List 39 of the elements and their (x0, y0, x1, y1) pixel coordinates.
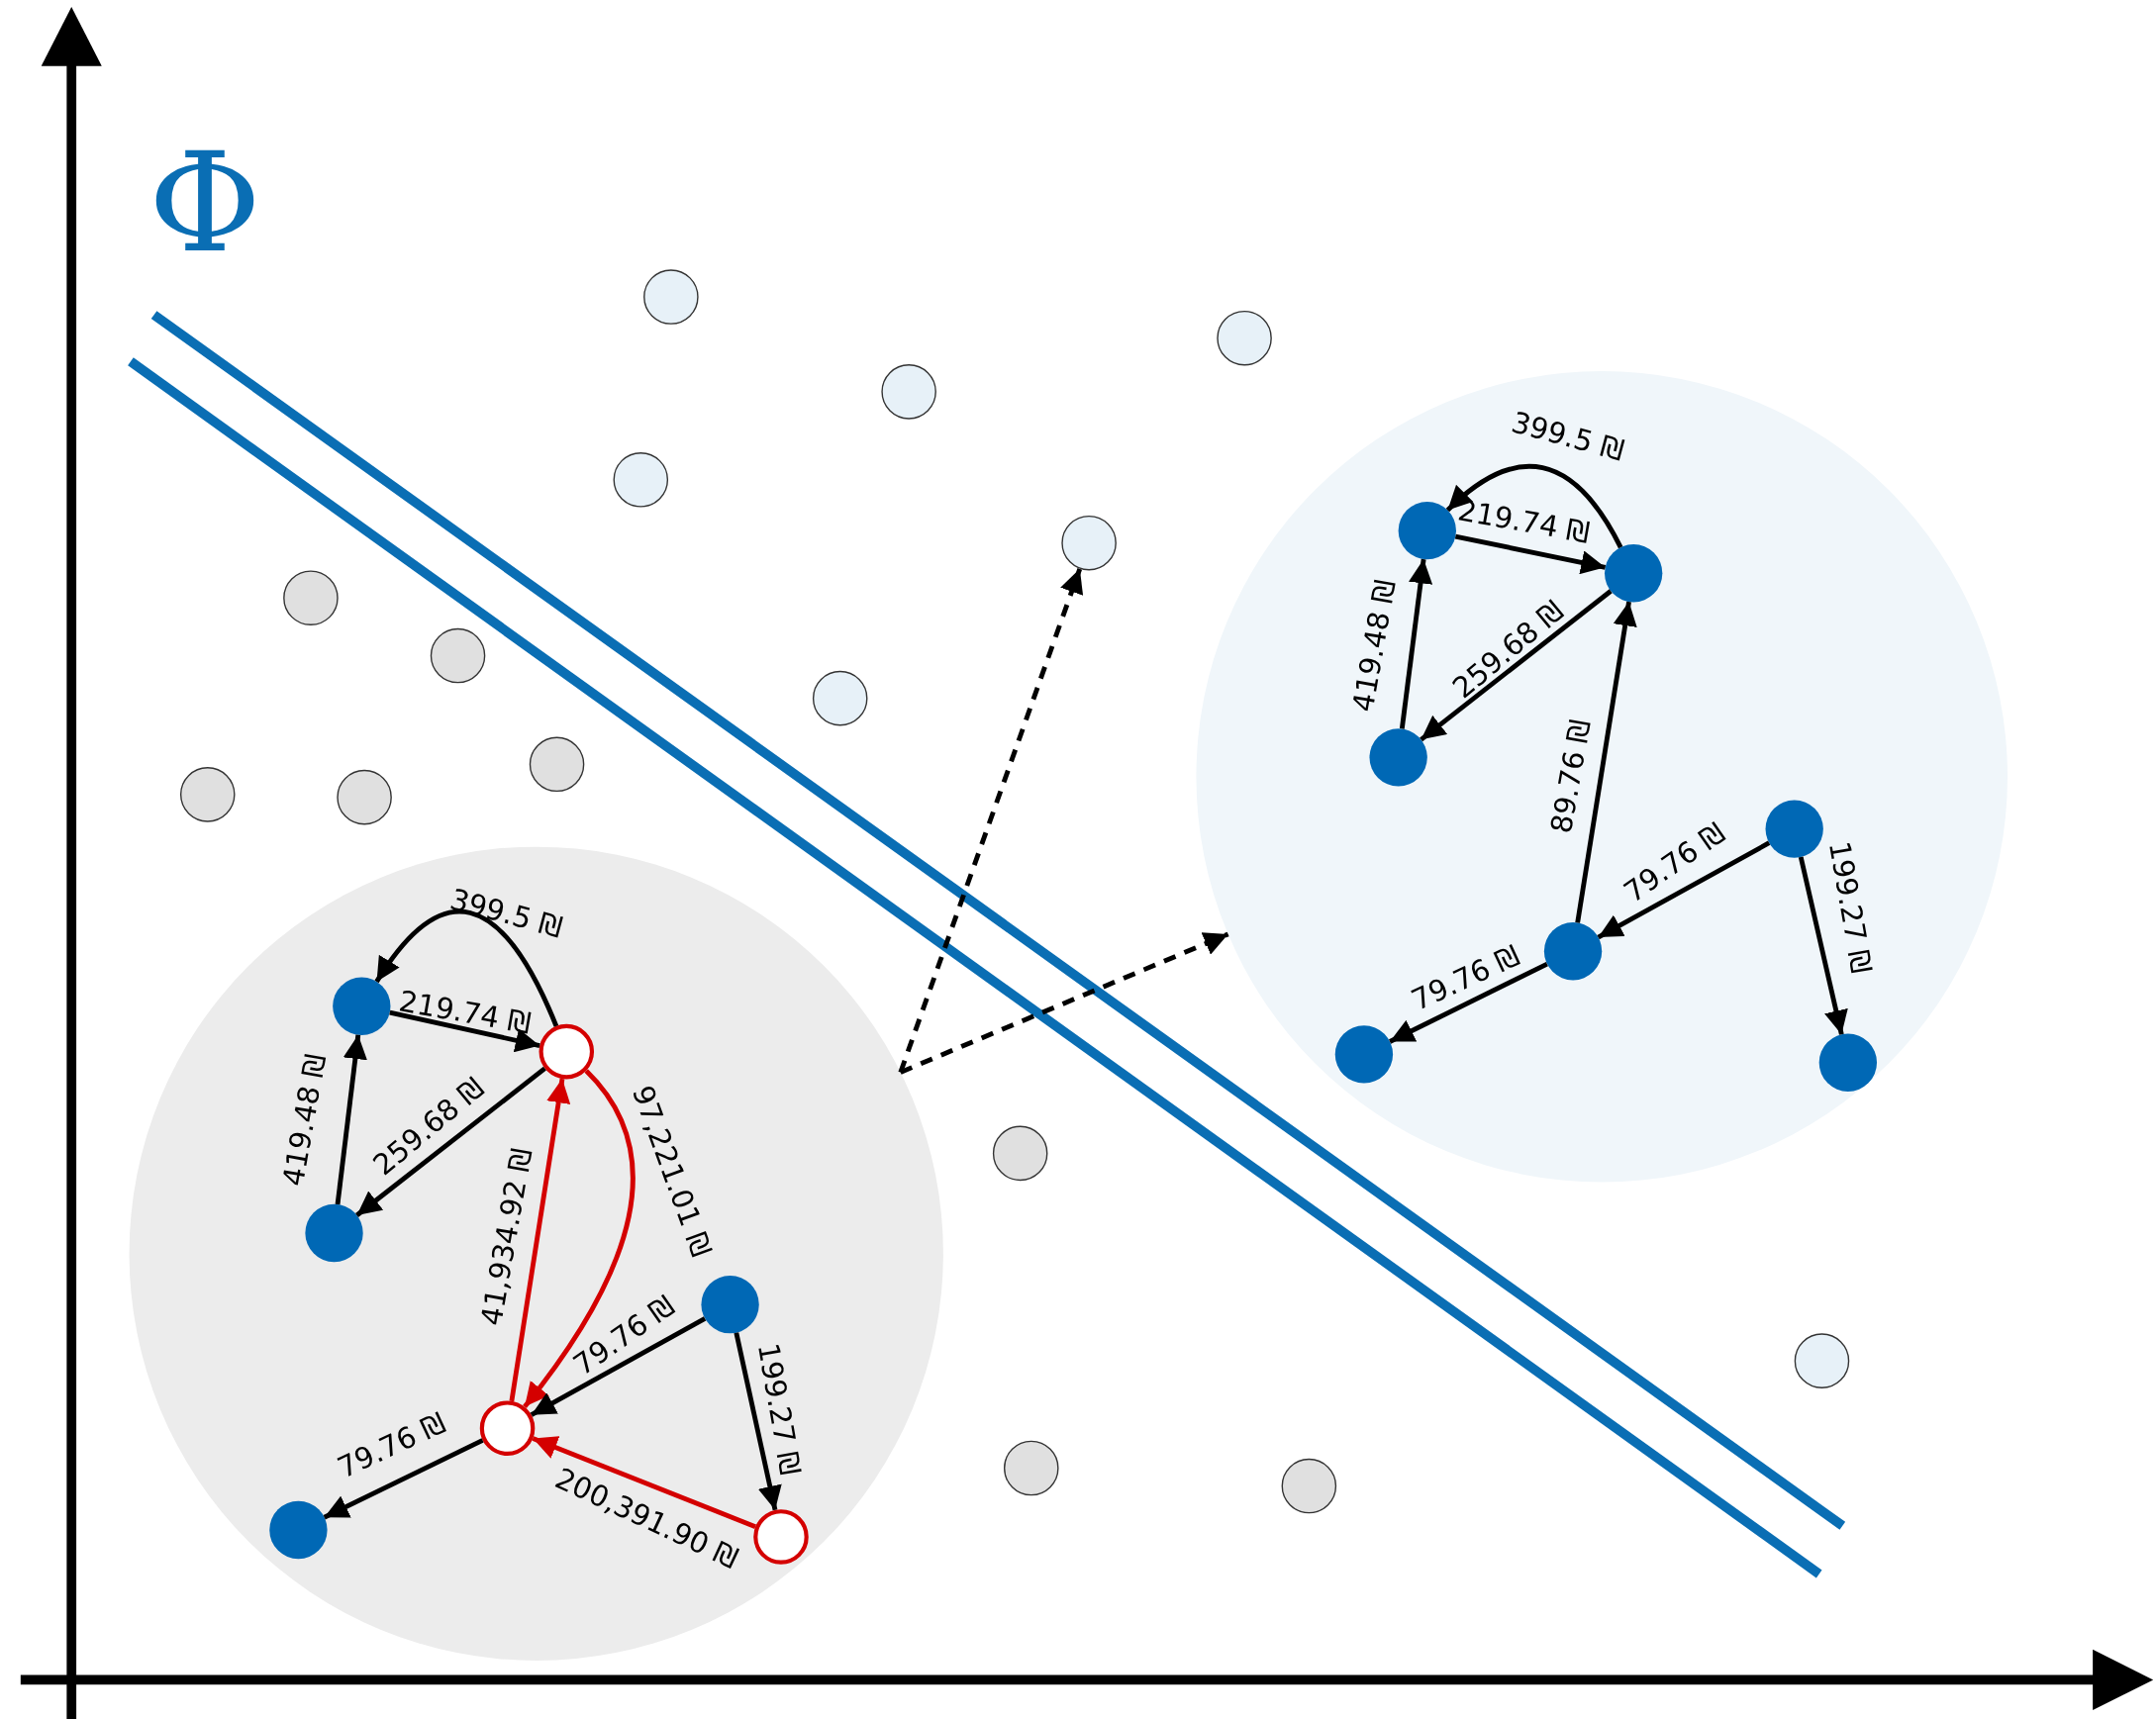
arrow (509, 1078, 571, 1402)
arrow (355, 1066, 546, 1217)
arrow (523, 1069, 636, 1409)
graph-node (269, 1500, 328, 1560)
edge-label: 89.76 ₪ (1547, 717, 1597, 836)
arrow (1597, 840, 1771, 940)
edge-label: 219.74 ₪ (1455, 496, 1592, 548)
edge-label: 41,934.92 ₪ (477, 1146, 538, 1328)
arrow (1399, 558, 1433, 729)
arrow (898, 568, 1084, 1074)
arrow (323, 1438, 484, 1520)
highlighted-node (539, 1023, 595, 1080)
feature-map-symbol: Φ (148, 135, 261, 273)
arrow (1420, 589, 1613, 742)
arrow (532, 1436, 757, 1529)
arrow (1575, 601, 1637, 923)
edge-label: 399.5 ₪ (1508, 408, 1627, 466)
edge-label: 419.48 ₪ (279, 1052, 332, 1189)
arrow (1798, 856, 1848, 1035)
arrow (1445, 463, 1623, 549)
edge-label: 199.27 ₪ (752, 1341, 805, 1478)
graph-node (1543, 922, 1603, 981)
arrow (530, 1316, 707, 1417)
arrow (734, 1332, 782, 1511)
highlighted-node (479, 1400, 536, 1456)
highlighted-node (753, 1509, 809, 1565)
data-point (881, 364, 936, 420)
arrow (335, 1034, 367, 1205)
data-point (283, 570, 339, 625)
edge-label: 199.27 ₪ (1823, 839, 1876, 976)
graph-node (1334, 1025, 1394, 1084)
data-point (643, 269, 699, 325)
arrow (1389, 961, 1548, 1044)
edge-label: 419.48 ₪ (1349, 578, 1402, 715)
arrow (374, 908, 559, 1027)
arrow (1454, 533, 1607, 575)
arrow (899, 931, 1229, 1075)
arrow (389, 1009, 540, 1053)
edge-label: 219.74 ₪ (396, 987, 534, 1039)
